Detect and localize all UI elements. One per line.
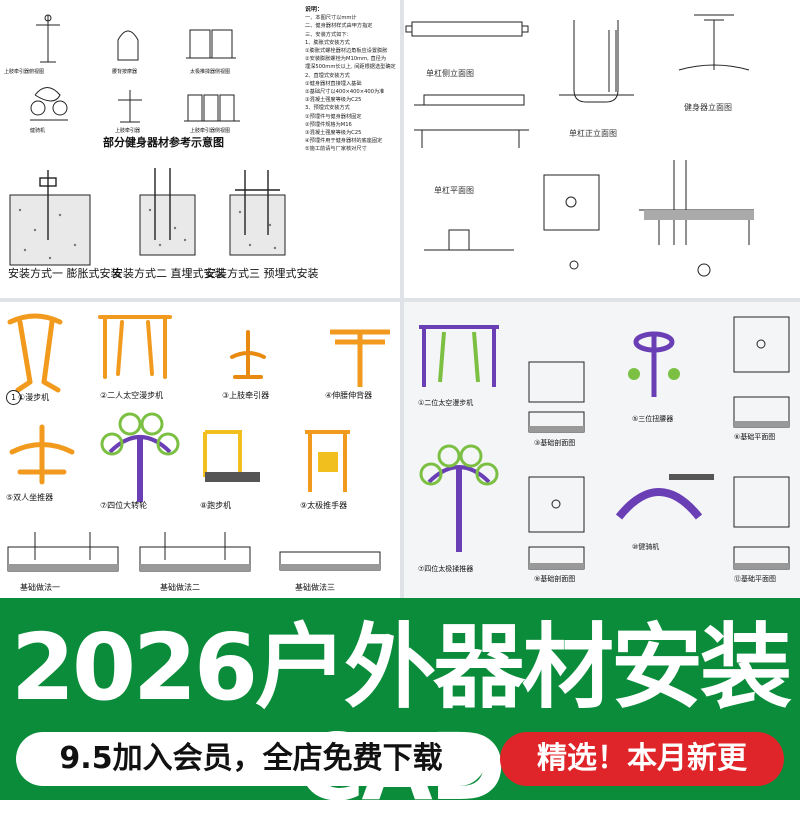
equipment-caption: 健骑机 <box>30 128 46 134</box>
membership-pill[interactable]: 9.5加入会员，全店免费下载 <box>16 732 486 786</box>
install-method-caption: 安装方式一 膨胀式安装 <box>8 267 122 280</box>
note-line: ②基础尺寸以400×400×400为准 <box>305 89 385 96</box>
banner-title: 2026户外器材安装CAD <box>10 614 792 818</box>
note-line: ④预埋件用于健身器材的底座固定 <box>305 138 383 145</box>
note-line: 3、预埋式安装方式 <box>305 105 350 112</box>
install-method-caption: 安装方式三 预埋式安装 <box>205 267 319 280</box>
installation-notes: 说明： 一、本图尺寸以mm计 二、健身器材样式由甲方指定 三、安装方式如下： 1… <box>305 6 397 154</box>
equipment-illustrations <box>7 313 390 572</box>
note-line: ②预埋件规格为M16 <box>305 121 352 128</box>
notes-title: 说明： <box>305 6 324 13</box>
note-line: ⑤施工前请与厂家核对尺寸 <box>305 146 367 153</box>
equipment-caption: ⑩健骑机 <box>632 543 660 551</box>
equipment-caption: 上肢牵引器侧视图 <box>190 128 231 134</box>
note-line: ①膨胀式螺栓器材边角板应设置膨胀 <box>305 48 388 55</box>
equipment-caption: ⑫基础平面图 <box>734 575 776 583</box>
equipment-caption: ⑥基础平面图 <box>734 433 776 441</box>
equipment-caption: ⑤三位扭腰器 <box>632 415 674 423</box>
drawing-label: 单杠侧立面图 <box>426 69 474 78</box>
equipment-caption: ⑤双人坐推器 <box>6 493 54 502</box>
equipment-caption: ③基础剖面图 <box>534 439 576 447</box>
equipment-caption: ⑧跑步机 <box>200 501 232 510</box>
equipment-caption: ③上肢牵引器 <box>222 391 270 400</box>
note-line: 一、本图尺寸以mm计 <box>305 15 357 22</box>
note-line: 三、安装方式如下： <box>305 31 352 38</box>
drawing-label: 单杠平面图 <box>434 186 474 195</box>
equipment-caption: ④伸腰伸背器 <box>325 391 373 400</box>
equipment-caption: ①二位太空漫步机 <box>418 399 474 407</box>
note-line: 2、直埋式安装方式 <box>305 72 350 79</box>
install-method-caption: 安装方式二 直埋式安装 <box>112 267 226 280</box>
panel-divider <box>0 298 800 302</box>
foundation-caption: 基础做法一 <box>20 583 60 592</box>
foundation-caption: 基础做法二 <box>160 583 200 592</box>
section-title: 部分健身器材参考示意图 <box>103 136 224 149</box>
featured-pill-label: 精选！本月新更 <box>537 741 747 776</box>
equipment-caption: 上肢牵引器 <box>115 128 141 134</box>
equipment-caption: ⑦四位太极揉推器 <box>418 565 474 573</box>
cad-equipment-sketches <box>9 14 286 266</box>
drawing-label: 单杠正立面图 <box>569 129 617 138</box>
featured-pill[interactable]: 精选！本月新更 <box>500 732 784 786</box>
item-number-badge: 1 <box>6 390 21 405</box>
equipment-caption: ②二人太空漫步机 <box>100 391 164 400</box>
cad-bar-elevations <box>405 14 754 277</box>
note-line: ②安装膨胀螺栓为M10mm, 直径为 <box>305 56 387 63</box>
drawing-label: 健身器立面图 <box>684 103 732 112</box>
equipment-caption: ①漫步机 <box>18 393 50 402</box>
equipment-cad-panel: ①二位太空漫步机 ③基础剖面图 ⑤三位扭腰器 ⑥基础平面图 ⑦四位太极揉推器 ⑨… <box>404 302 800 598</box>
equipment-caption: ⑨太极推手器 <box>300 501 348 510</box>
equipment-caption: 太极推揉器侧视图 <box>190 69 231 75</box>
foundation-caption: 基础做法三 <box>295 583 335 592</box>
equipment-cad-drawings <box>419 316 790 570</box>
note-line: ③混凝土强度等级为C25 <box>305 97 362 104</box>
note-line: ③混凝土强度等级为C25 <box>305 130 362 137</box>
note-line: 1、膨胀式安装方式 <box>305 39 350 46</box>
note-line: 埋深500mm长以上, 间距根据选型确定 <box>305 64 396 71</box>
note-line: ①健身器材直接埋入基础 <box>305 80 362 87</box>
equipment-caption: 腰背按摩器 <box>112 69 138 75</box>
equipment-caption: ⑦四位大转轮 <box>100 501 148 510</box>
cad-drawing-panel-1: 上肢牵引器俯视图 腰背按摩器 太极推揉器侧视图 健骑机 上肢牵引器 上肢牵引器侧… <box>0 0 400 298</box>
note-line: 二、健身器材样式由甲方指定 <box>305 23 373 30</box>
equipment-caption: 上肢牵引器俯视图 <box>4 69 45 75</box>
equipment-catalog-panel: 1 ①漫步机 ②二人太空漫步机 ③上肢牵引器 ④伸腰伸背器 ⑤双人坐推器 ⑦四位… <box>0 302 400 598</box>
membership-pill-label: 9.5加入会员，全店免费下载 <box>59 741 443 776</box>
equipment-caption: ⑨基础剖面图 <box>534 575 576 583</box>
note-line: ①预埋件与健身器材固定 <box>305 113 362 120</box>
cad-drawing-panel-2: 单杠侧立面图 单杠正立面图 健身器立面图 单杠平面图 <box>404 0 800 298</box>
